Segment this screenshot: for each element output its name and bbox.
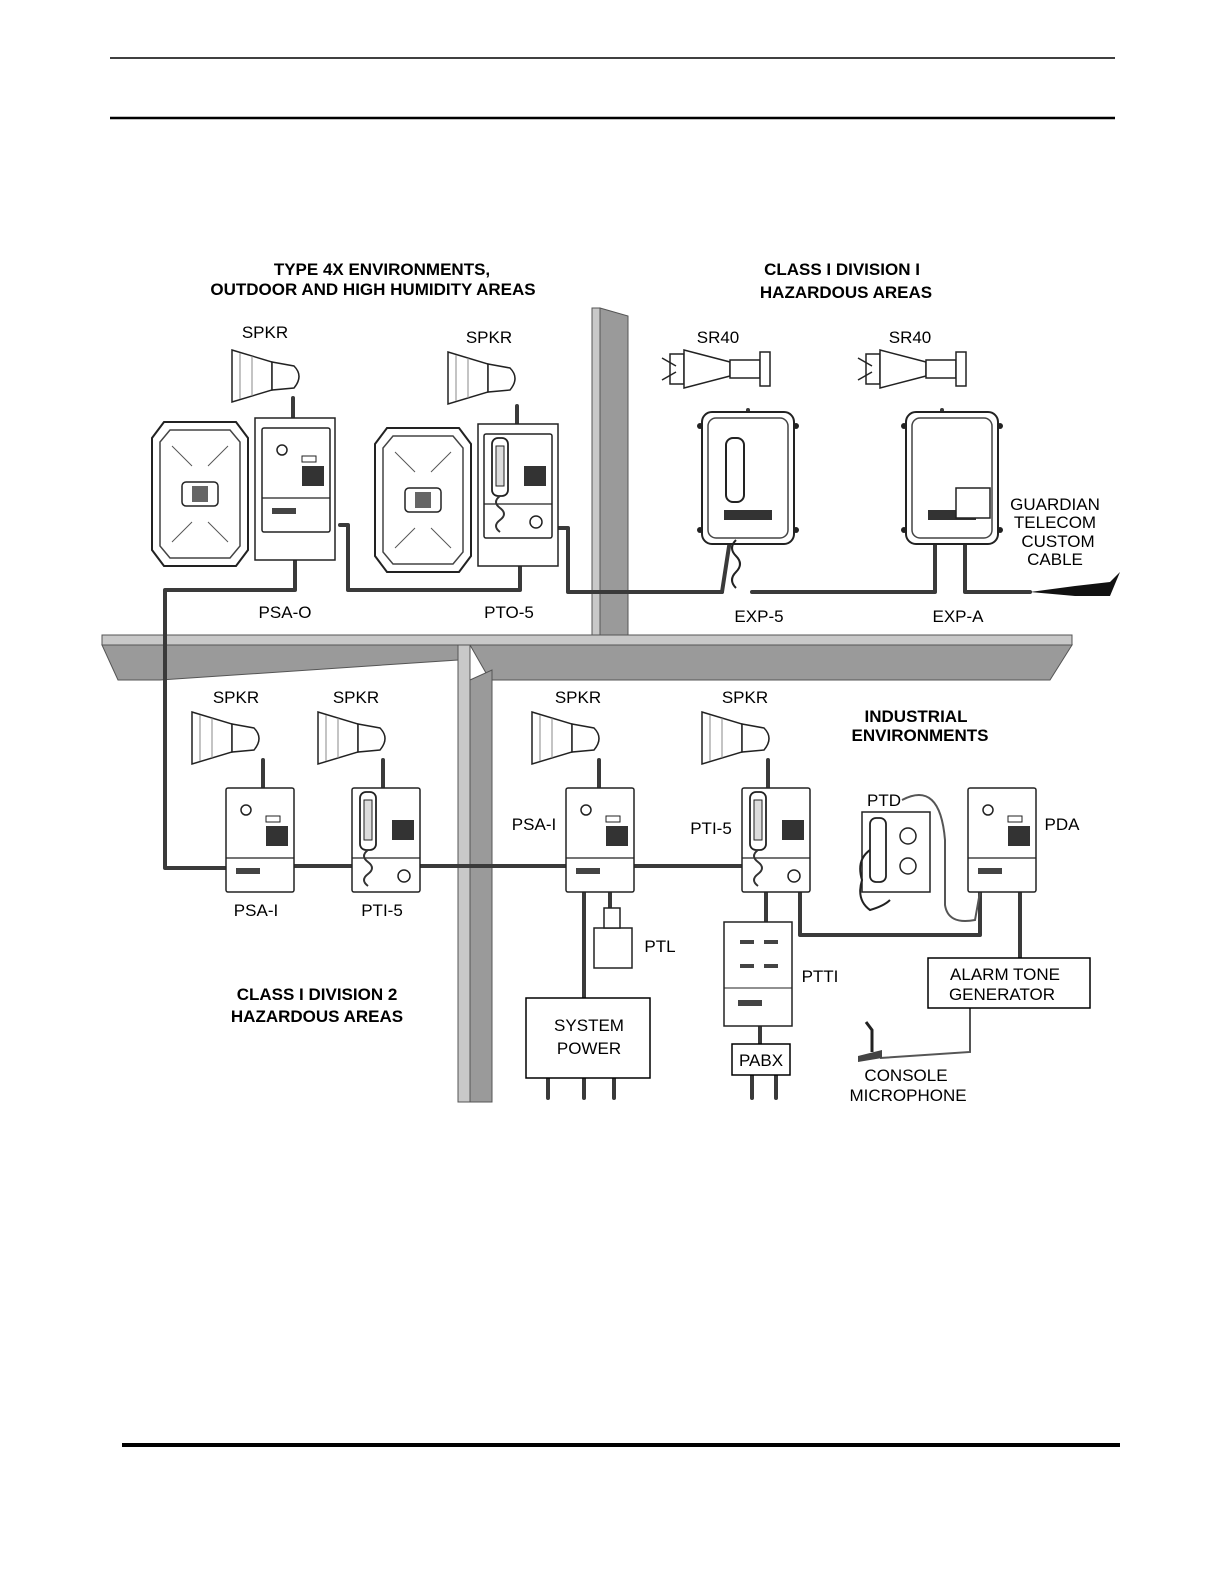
sr40-horn-icon	[661, 349, 771, 389]
label-psa-i: PSA-I	[512, 815, 556, 834]
label-ptl: PTL	[644, 937, 675, 956]
pabx-box	[731, 1043, 791, 1076]
console-microphone-icon	[858, 1050, 882, 1062]
label-system: SYSTEM	[554, 1016, 624, 1035]
speaker-icon	[701, 711, 770, 765]
speaker-icon	[447, 351, 516, 405]
zone-class1div1-title: CLASS I DIVISION I	[764, 260, 920, 279]
pda-panel-icon	[967, 787, 1037, 893]
alarm-tone-generator-box	[927, 957, 1091, 1009]
psa-i-panel-icon	[565, 787, 635, 893]
speaker-icon	[191, 711, 260, 765]
speaker-icon	[531, 711, 600, 765]
label-console: CONSOLE	[864, 1066, 947, 1085]
zone-industrial-subtitle: ENVIRONMENTS	[852, 726, 989, 745]
label-spkr: SPKR	[722, 688, 768, 707]
label-exp-a: EXP-A	[932, 607, 984, 626]
ptti-panel	[723, 921, 793, 1027]
label-cable: CABLE	[1027, 550, 1083, 569]
label-exp-5: EXP-5	[734, 607, 783, 626]
label-guardian: GUARDIAN	[1010, 495, 1100, 514]
zone-type4x-title: TYPE 4X ENVIRONMENTS,	[274, 260, 490, 279]
label-custom: CUSTOM	[1021, 532, 1094, 551]
speaker-icon	[317, 711, 386, 765]
psa-i-panel-icon	[225, 787, 295, 893]
pti-5-phone-icon	[741, 787, 811, 893]
speaker-icon	[231, 349, 300, 403]
label-psa-o: PSA-O	[259, 603, 312, 622]
label-sr40: SR40	[697, 328, 740, 347]
label-alarm-tone: ALARM TONE	[950, 965, 1060, 984]
walls	[101, 307, 1073, 1103]
pto-5-door-icon	[374, 427, 472, 573]
psa-o-door-icon	[151, 421, 249, 567]
label-psa-i: PSA-I	[234, 901, 278, 920]
system-power-box	[525, 997, 651, 1079]
exp-a-enclosure-icon	[900, 411, 1004, 545]
label-sr40: SR40	[889, 328, 932, 347]
zone-class1div1-subtitle: HAZARDOUS AREAS	[760, 283, 932, 302]
pti-5-phone-icon	[351, 787, 421, 893]
psa-o-panel-icon	[261, 427, 331, 533]
label-microphone: MICROPHONE	[849, 1086, 966, 1105]
zone-class1div2-title: CLASS I DIVISION 2	[237, 985, 398, 1004]
label-pda: PDA	[1045, 815, 1081, 834]
label-telecom: TELECOM	[1014, 513, 1096, 532]
cables	[163, 396, 1120, 1100]
label-ptd: PTD	[867, 791, 901, 810]
label-ptti: PTTI	[802, 967, 839, 986]
sr40-horn-icon	[857, 349, 967, 389]
label-spkr: SPKR	[333, 688, 379, 707]
label-spkr: SPKR	[555, 688, 601, 707]
label-generator: GENERATOR	[949, 985, 1055, 1004]
label-pabx: PABX	[739, 1051, 783, 1070]
label-spkr: SPKR	[466, 328, 512, 347]
label-pto-5: PTO-5	[484, 603, 534, 622]
zone-industrial-title: INDUSTRIAL	[865, 707, 968, 726]
label-spkr: SPKR	[213, 688, 259, 707]
pto-5-phone-icon	[483, 433, 553, 539]
label-power: POWER	[557, 1039, 621, 1058]
zone-class1div2-subtitle: HAZARDOUS AREAS	[231, 1007, 403, 1026]
zone-type4x-subtitle: OUTDOOR AND HIGH HUMIDITY AREAS	[210, 280, 535, 299]
ptl-box	[593, 927, 633, 969]
label-pti-5: PTI-5	[690, 819, 732, 838]
exp-5-handset-icon	[725, 437, 745, 503]
exp-5-enclosure-icon	[696, 411, 800, 545]
label-pti-5: PTI-5	[361, 901, 403, 920]
label-spkr: SPKR	[242, 323, 288, 342]
